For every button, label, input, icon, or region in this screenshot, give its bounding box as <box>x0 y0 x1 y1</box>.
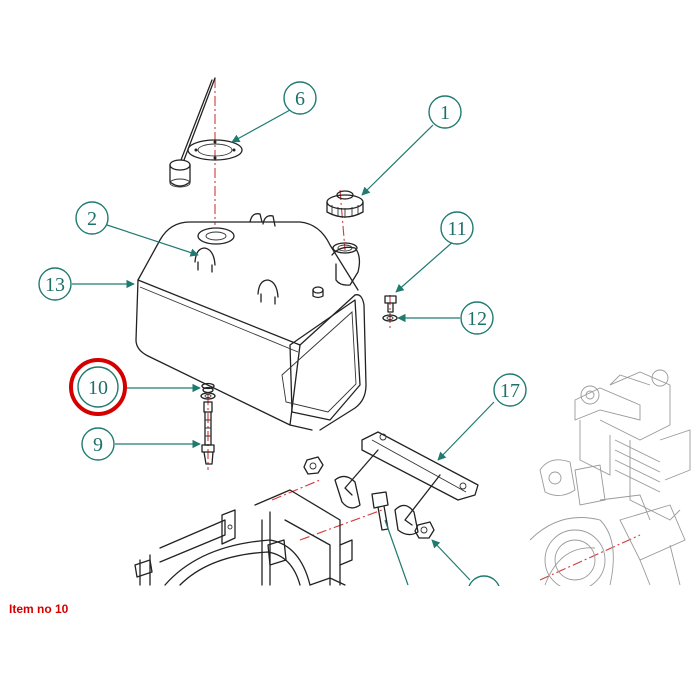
centerlines <box>207 78 641 581</box>
sender-rod <box>180 77 216 161</box>
gasket-part <box>187 139 243 161</box>
callout-label: 11 <box>447 218 466 240</box>
callout-12: 12 <box>460 301 494 335</box>
callout-label: 2 <box>87 208 97 230</box>
callout-17: 17 <box>493 373 527 407</box>
callout-10: 10 <box>77 366 119 408</box>
callout-6: 6 <box>283 81 317 115</box>
callout-label: 6 <box>295 88 305 110</box>
callout-2: 2 <box>75 201 109 235</box>
callout-label: 10 <box>88 377 108 399</box>
bracket-part <box>334 431 479 536</box>
callout-label: 13 <box>45 274 65 296</box>
bolt-washer-part <box>382 295 398 322</box>
callout-13: 13 <box>38 267 72 301</box>
fasteners-part <box>303 456 435 539</box>
fuel-sender-part <box>169 159 191 188</box>
callout-1: 1 <box>428 95 462 129</box>
callout-label: 9 <box>93 434 103 456</box>
mounting-frame-part <box>134 489 353 586</box>
item-caption: Item no 10 <box>9 602 69 616</box>
engine-ghost <box>529 369 691 591</box>
crop-mask <box>0 586 700 700</box>
callout-label: 12 <box>467 308 487 330</box>
leader-lines <box>72 109 495 586</box>
callout-label: 1 <box>440 102 450 124</box>
fuel-tank-part <box>135 213 367 431</box>
callout-9: 9 <box>81 427 115 461</box>
drain-assembly-part <box>200 382 216 465</box>
callout-label: 17 <box>500 380 520 402</box>
callout-11: 11 <box>440 211 474 245</box>
filler-cap-part <box>326 190 364 218</box>
highlight-ring <box>69 358 127 416</box>
